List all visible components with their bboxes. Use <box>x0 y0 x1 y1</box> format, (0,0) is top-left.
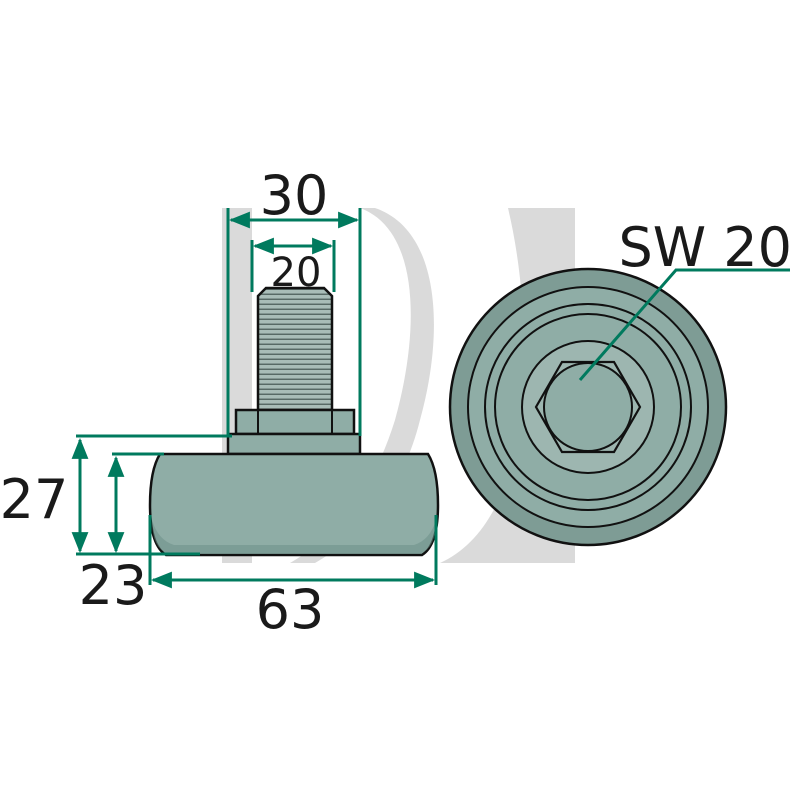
hub-center <box>543 362 633 452</box>
front-view <box>448 267 728 547</box>
side-view <box>148 286 440 557</box>
threaded-stud <box>256 286 334 412</box>
hex-collar <box>234 408 356 436</box>
label-wrench-size: SW 20 <box>618 216 792 279</box>
label-thread-diameter: 20 <box>271 250 322 296</box>
sw-leader-line <box>578 268 790 381</box>
label-body-diameter: 63 <box>256 578 325 641</box>
dimension-lines <box>71 208 790 589</box>
bearing-ring <box>484 303 692 511</box>
label-total-height: 27 <box>0 468 68 531</box>
shoulder <box>226 432 362 456</box>
label-head-width: 30 <box>260 164 329 227</box>
label-body-height: 23 <box>79 554 148 617</box>
roller-body <box>148 452 440 557</box>
